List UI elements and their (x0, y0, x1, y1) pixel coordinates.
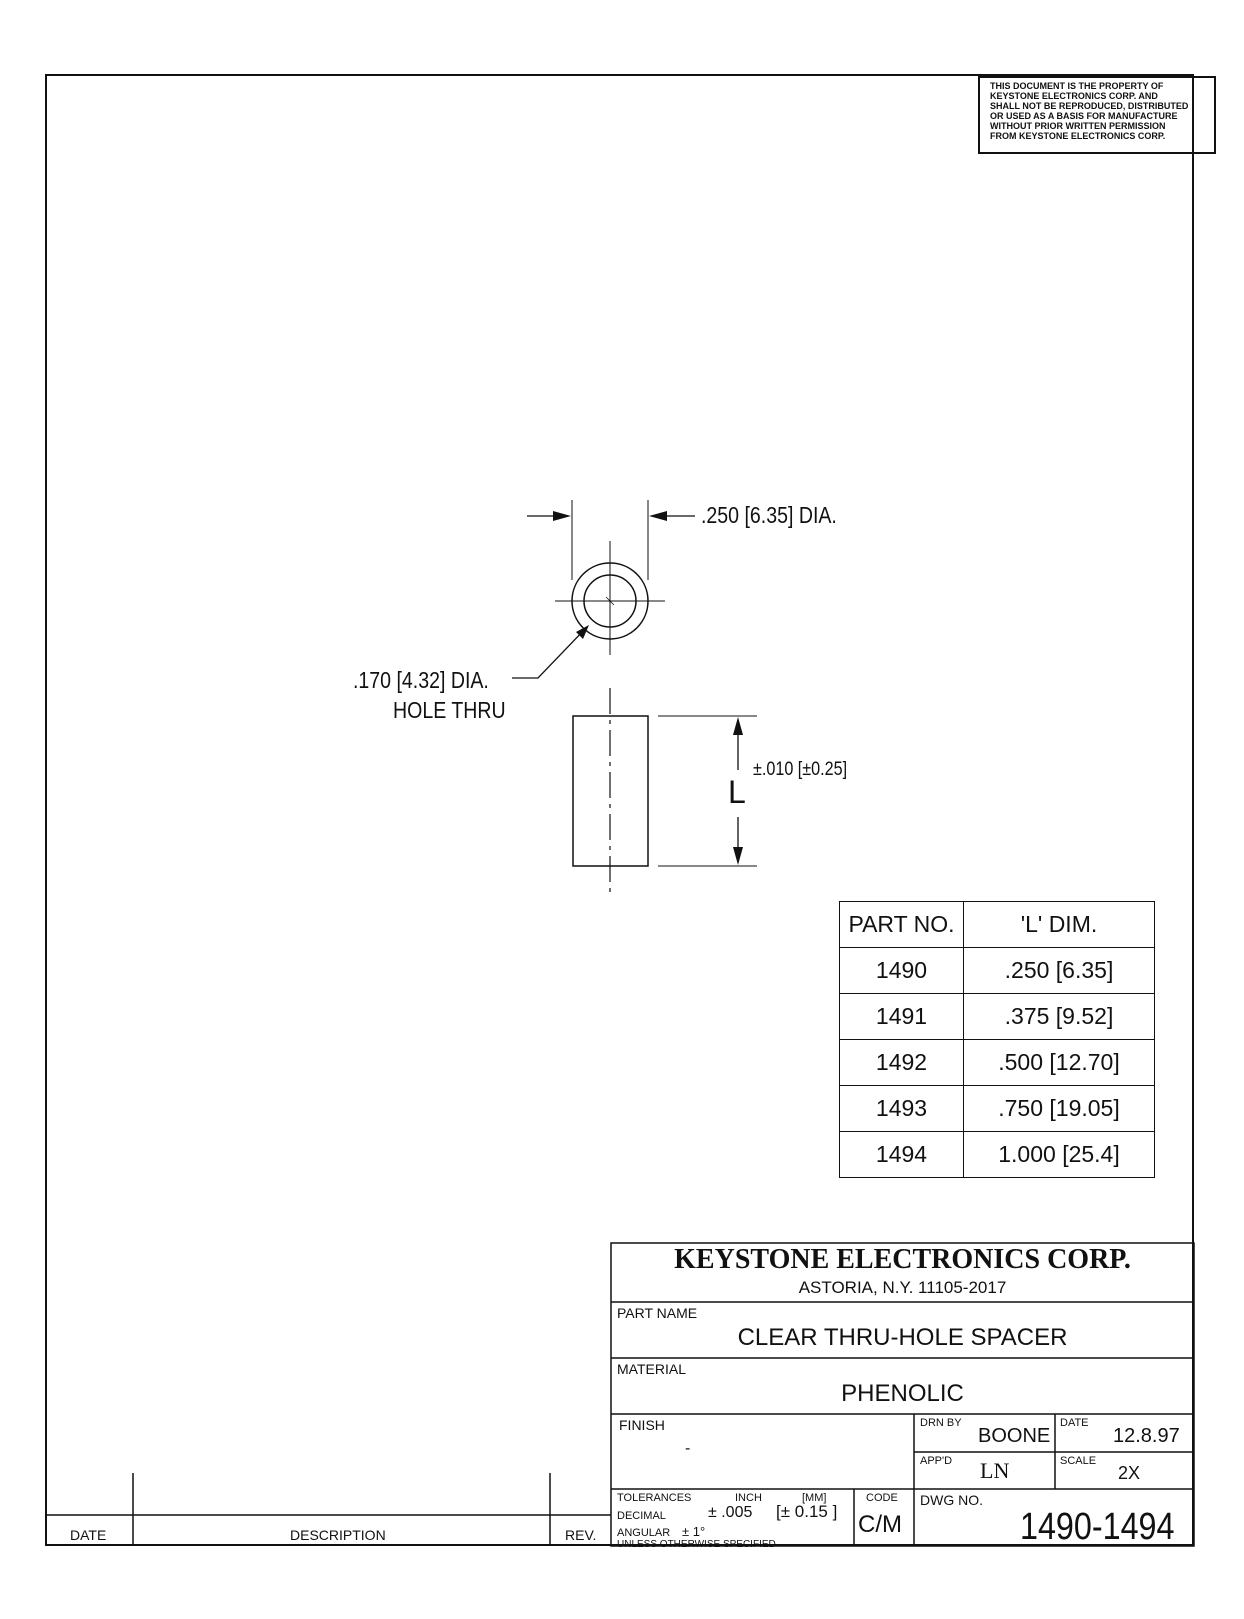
material-label: MATERIAL (617, 1361, 686, 1377)
proprietary-notice: THIS DOCUMENT IS THE PROPERTY OF KEYSTON… (978, 76, 1216, 154)
tolerances-label: TOLERANCES (617, 1492, 692, 1504)
decimal-inch-value: ± .005 (708, 1504, 753, 1521)
part-no-cell: 1494 (839, 1131, 964, 1178)
l-dim-cell: .750 [19.05] (963, 1085, 1155, 1132)
finish-value: - (685, 1440, 691, 1457)
code-value: C/M (858, 1511, 902, 1538)
table-header-row: PART NO. 'L' DIM. (839, 901, 1155, 948)
decimal-label: DECIMAL (617, 1510, 666, 1522)
code-label: CODE (866, 1492, 898, 1504)
angular-value: ± 1° (682, 1524, 706, 1539)
part-name-value: CLEAR THRU-HOLE SPACER (737, 1324, 1068, 1351)
notice-line: FROM KEYSTONE ELECTRONICS CORP. (990, 131, 1166, 141)
part-no-cell: 1490 (839, 947, 964, 994)
arrowhead (733, 717, 743, 735)
rev-date-label: DATE (70, 1527, 107, 1543)
angular-label: ANGULAR (617, 1527, 671, 1539)
arrowhead (576, 625, 589, 639)
date-value: 12.8.97 (1113, 1425, 1180, 1447)
parts-table: PART NO. 'L' DIM. 1490 .250 [6.35] 1491 … (839, 901, 1155, 1178)
date-label: DATE (1060, 1417, 1089, 1429)
appd-label: APP'D (920, 1455, 953, 1467)
mm-label: [MM] (802, 1492, 827, 1504)
drawing-frame (45, 74, 1194, 1546)
notice-line: OR USED AS A BASIS FOR MANUFACTURE (990, 111, 1178, 121)
arrowhead (733, 847, 743, 865)
hole-note-label: HOLE THRU (393, 697, 506, 723)
l-dim-cell: .500 [12.70] (963, 1039, 1155, 1086)
center-mark (605, 596, 615, 606)
part-no-cell: 1492 (839, 1039, 964, 1086)
rev-description-label: DESCRIPTION (290, 1527, 386, 1543)
dwg-no-label: DWG NO. (920, 1492, 983, 1508)
inch-label: INCH (735, 1492, 762, 1504)
scale-label: SCALE (1060, 1455, 1097, 1467)
arrowhead (649, 511, 667, 521)
scale-value: 2X (1118, 1463, 1141, 1483)
drn-by-value: BOONE (978, 1425, 1051, 1447)
hole-dia-label: .170 [4.32] DIA. (353, 667, 489, 693)
decimal-mm-value: [± 0.15 ] (776, 1502, 838, 1521)
table-row: 1490 .250 [6.35] (839, 947, 1155, 994)
appd-value: LN (980, 1458, 1010, 1483)
notice-line: SHALL NOT BE REPRODUCED, DISTRIBUTED (990, 101, 1189, 111)
finish-label: FINISH (619, 1417, 665, 1433)
material-value: PHENOLIC (841, 1380, 964, 1407)
table-row: 1493 .750 [19.05] (839, 1085, 1155, 1132)
header-l-dim: 'L' DIM. (963, 901, 1155, 948)
length-tolerance: ±.010 [±0.25] (753, 759, 848, 780)
part-no-cell: 1493 (839, 1085, 964, 1132)
l-dim-cell: 1.000 [25.4] (963, 1131, 1155, 1178)
length-symbol: L (728, 774, 746, 810)
hole-leader (512, 627, 587, 679)
drn-by-label: DRN BY (920, 1417, 962, 1429)
rev-label: REV. (565, 1527, 597, 1543)
part-name-label: PART NAME (617, 1305, 698, 1321)
l-dim-cell: .250 [6.35] (963, 947, 1155, 994)
unless-specified-label: UNLESS OTHERWISE SPECIFIED (617, 1539, 776, 1550)
notice-line: WITHOUT PRIOR WRITTEN PERMISSION (990, 121, 1166, 131)
table-row: 1494 1.000 [25.4] (839, 1131, 1155, 1178)
company-name: KEYSTONE ELECTRONICS CORP. (674, 1244, 1131, 1275)
company-address: ASTORIA, N.Y. 11105-2017 (798, 1278, 1007, 1297)
table-row: 1492 .500 [12.70] (839, 1039, 1155, 1086)
notice-line: THIS DOCUMENT IS THE PROPERTY OF (990, 81, 1164, 91)
outer-dia-label: .250 [6.35] DIA. (701, 502, 837, 528)
arrowhead (553, 511, 571, 521)
notice-line: KEYSTONE ELECTRONICS CORP. AND (990, 91, 1158, 101)
dwg-no-value: 1490-1494 (1020, 1506, 1175, 1548)
